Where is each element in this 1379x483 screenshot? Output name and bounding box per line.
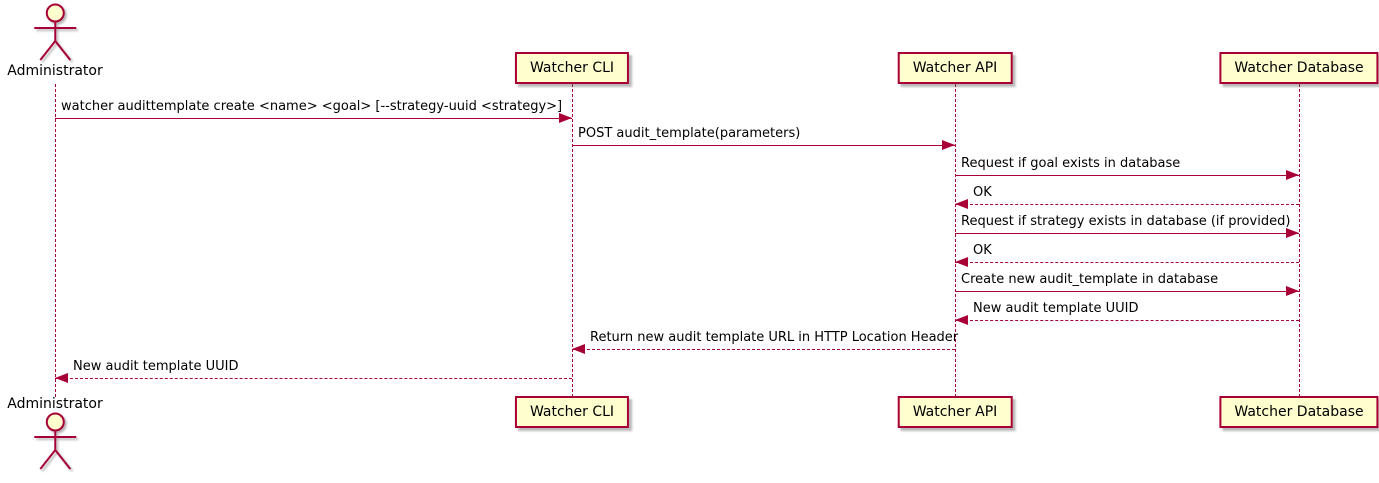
lifeline-watcher-cli: [572, 84, 573, 397]
message-label-3: OK: [973, 185, 992, 200]
participant-box-watcher-api-bottom: Watcher API: [897, 396, 1013, 428]
message-label-4: Request if strategy exists in database (…: [961, 214, 1291, 229]
lifeline-administrator: [55, 84, 56, 397]
message-arrowhead-4: [1286, 228, 1299, 238]
actor-icon: [34, 3, 76, 61]
actor-icon: [34, 412, 76, 470]
actor-label: Administrator: [7, 63, 103, 79]
message-arrow-4: [955, 233, 1299, 234]
message-arrow-0: [55, 118, 572, 119]
message-arrowhead-6: [1286, 286, 1299, 296]
message-arrow-2: [955, 175, 1299, 176]
participant-box-watcher-database-top: Watcher Database: [1219, 52, 1379, 84]
message-arrowhead-1: [942, 140, 955, 150]
message-arrow-7: [955, 320, 1299, 321]
message-arrow-8: [572, 349, 955, 350]
lifeline-watcher-api: [955, 84, 956, 397]
message-label-5: OK: [973, 243, 992, 258]
message-arrowhead-9: [55, 373, 68, 383]
message-label-9: New audit template UUID: [73, 359, 239, 374]
actor-label: Administrator: [7, 396, 103, 412]
message-label-7: New audit template UUID: [973, 301, 1139, 316]
participant-label: Watcher CLI: [529, 404, 615, 420]
message-arrowhead-8: [572, 344, 585, 354]
actor-administrator-top: Administrator: [7, 3, 103, 79]
actor-administrator-bottom: Administrator: [7, 396, 103, 472]
lifeline-watcher-database: [1299, 84, 1300, 397]
participant-label: Watcher API: [912, 60, 998, 76]
message-label-1: POST audit_template(parameters): [578, 126, 801, 141]
message-label-2: Request if goal exists in database: [961, 156, 1181, 171]
participant-box-watcher-cli-bottom: Watcher CLI: [514, 396, 630, 428]
message-arrowhead-2: [1286, 170, 1299, 180]
participant-label: Watcher CLI: [529, 60, 615, 76]
message-arrow-1: [572, 145, 955, 146]
message-arrowhead-7: [955, 315, 968, 325]
message-arrow-9: [55, 378, 572, 379]
message-label-6: Create new audit_template in database: [961, 272, 1219, 287]
participant-box-watcher-database-bottom: Watcher Database: [1219, 396, 1379, 428]
message-arrowhead-5: [955, 257, 968, 267]
message-arrow-3: [955, 204, 1299, 205]
participant-label: Watcher Database: [1234, 60, 1364, 76]
message-arrow-5: [955, 262, 1299, 263]
participant-label: Watcher Database: [1234, 404, 1364, 420]
message-arrow-6: [955, 291, 1299, 292]
participant-box-watcher-api-top: Watcher API: [897, 52, 1013, 84]
participant-label: Watcher API: [912, 404, 998, 420]
message-arrowhead-3: [955, 199, 968, 209]
participant-box-watcher-cli-top: Watcher CLI: [514, 52, 630, 84]
message-label-8: Return new audit template URL in HTTP Lo…: [590, 330, 959, 345]
message-arrowhead-0: [559, 113, 572, 123]
message-label-0: watcher audittemplate create <name> <goa…: [61, 99, 563, 114]
